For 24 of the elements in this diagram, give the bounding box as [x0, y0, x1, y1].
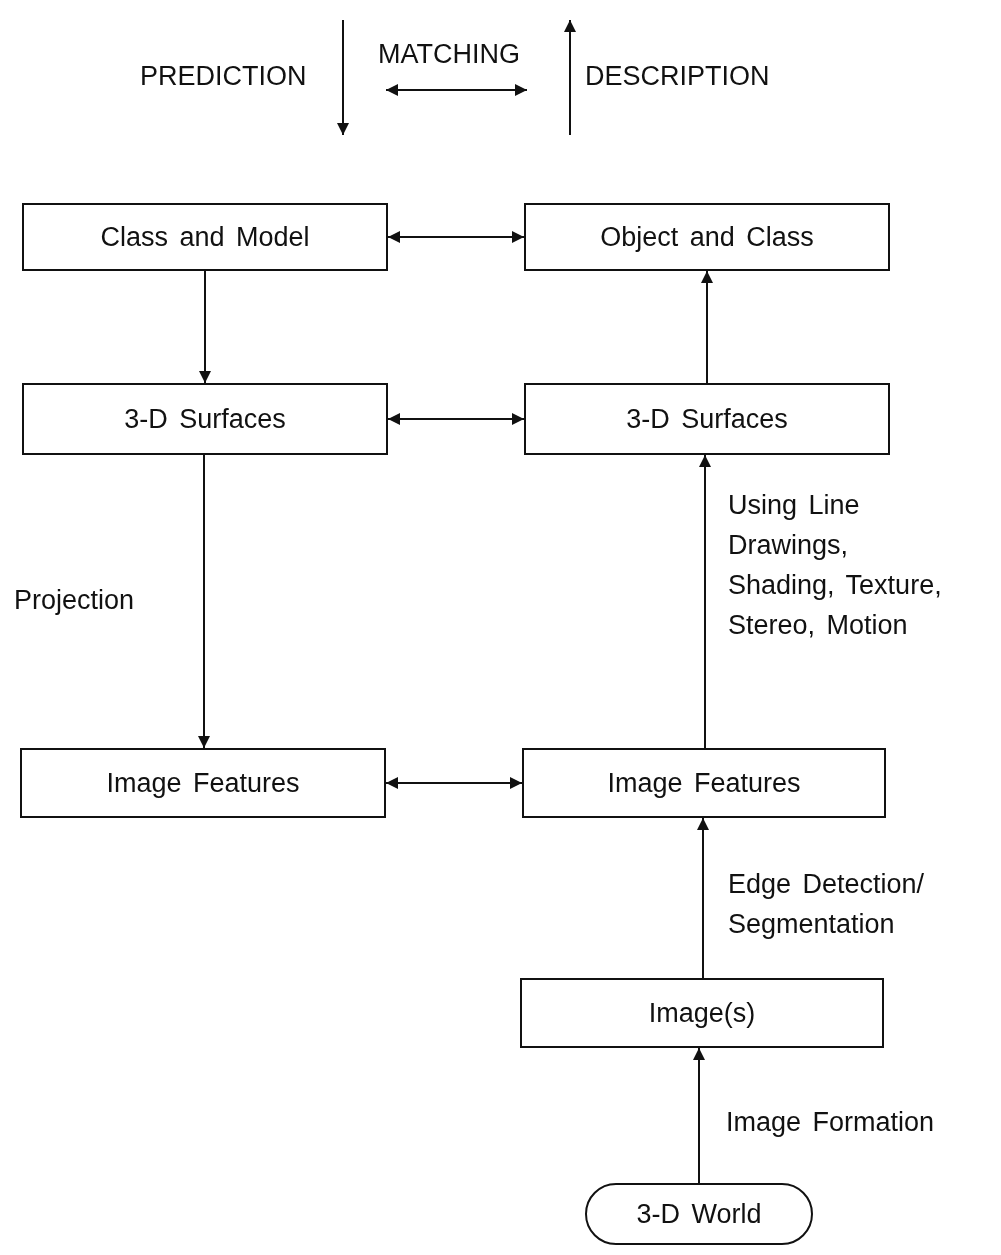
arrow	[387, 413, 525, 425]
process-box	[20, 748, 386, 818]
node-label: Image(s)	[648, 997, 756, 1029]
process-box	[520, 978, 884, 1048]
arrow	[699, 454, 711, 749]
process-box	[522, 748, 886, 818]
arrow	[385, 777, 523, 789]
node-label: Image Features	[106, 767, 300, 799]
arrow	[697, 817, 709, 979]
arrow	[199, 270, 211, 384]
arrow	[198, 454, 210, 749]
node-label: Object and Class	[600, 221, 814, 253]
node-label: Image Features	[607, 767, 801, 799]
arrow	[387, 231, 525, 243]
node-label: 3-D Surfaces	[626, 403, 788, 435]
process-box	[524, 383, 890, 455]
arrow	[693, 1047, 705, 1184]
process-box	[22, 383, 388, 455]
node-label: Class and Model	[100, 221, 310, 253]
process-box	[22, 203, 388, 271]
node-label: 3-D World	[636, 1198, 762, 1230]
node-label: 3-D Surfaces	[124, 403, 286, 435]
arrow	[701, 270, 713, 384]
process-box	[524, 203, 890, 271]
